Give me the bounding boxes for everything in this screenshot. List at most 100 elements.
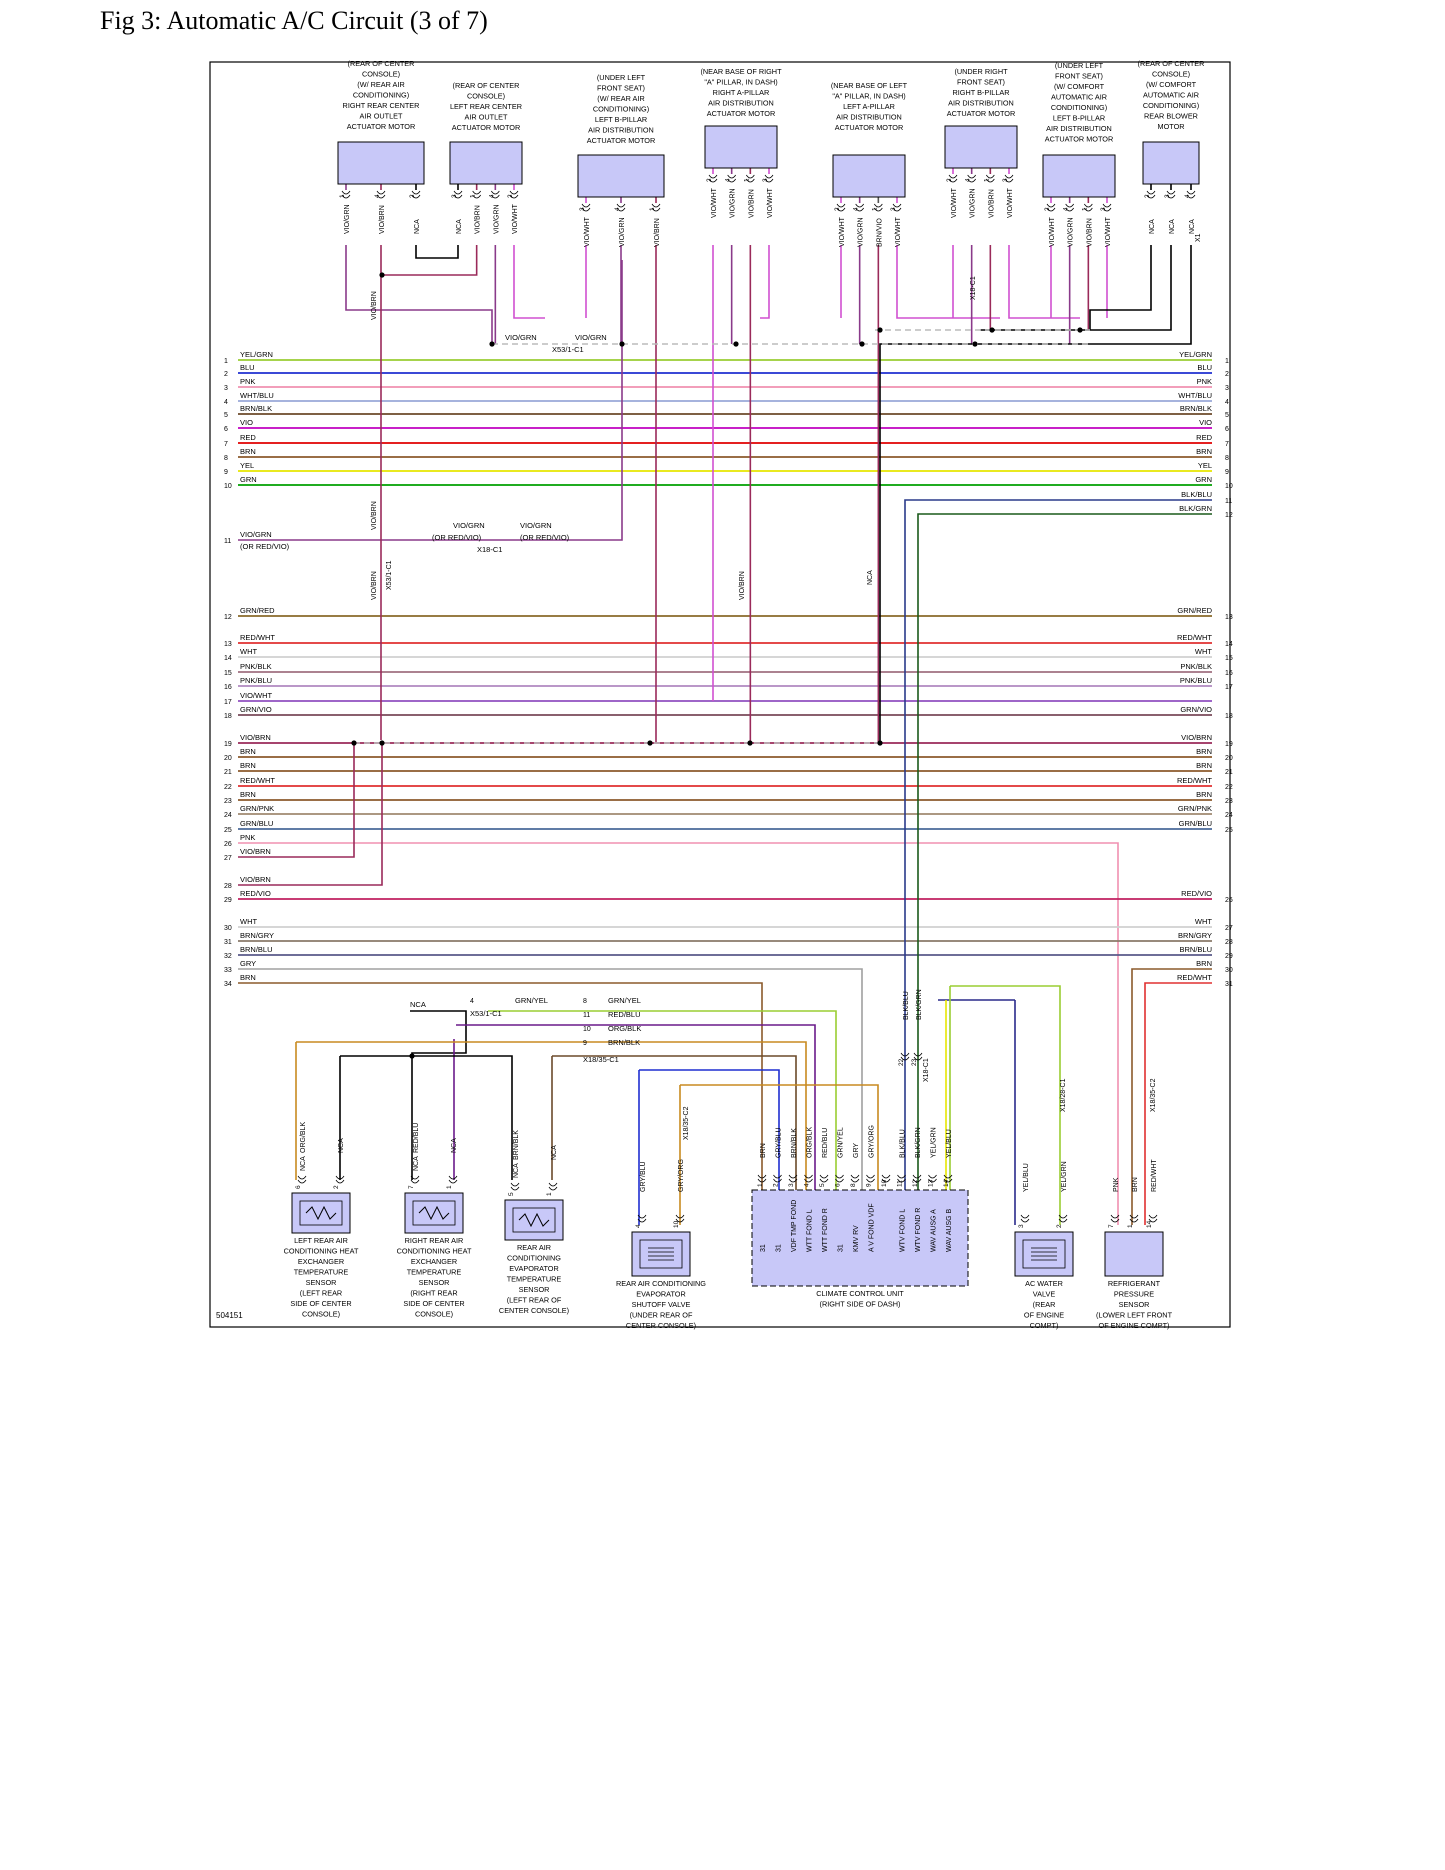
splice-wire-label: VIO/GRN	[453, 521, 485, 530]
connector-mark	[410, 1179, 420, 1184]
component-pin-number: 7	[1108, 1224, 1115, 1228]
left-bus-pin: 19	[224, 741, 232, 748]
connector-mark	[948, 174, 958, 179]
wire-ra-vio-wht-2	[760, 245, 770, 319]
left-bus-wire-label: VIO/GRN	[240, 530, 272, 539]
connector-mark	[376, 190, 386, 195]
left-bus-wire-label: GRN	[240, 475, 257, 484]
connector-mark	[855, 207, 864, 212]
right-bus-pin: 27	[1225, 925, 1233, 932]
component-label: CONDITIONING)	[1051, 103, 1107, 112]
connector-mark	[335, 1175, 345, 1180]
splice-dot	[489, 341, 495, 347]
bus-wire-11	[238, 260, 623, 541]
component-label: (W/ COMFORT	[1054, 82, 1105, 91]
component-rear_evap_sensor: REAR AIRCONDITIONINGEVAPORATORTEMPERATUR…	[499, 1130, 569, 1315]
left-bus-wire-label: RED/VIO	[240, 889, 271, 898]
component-label: ACTUATOR MOTOR	[947, 109, 1016, 118]
connector-mark	[1102, 207, 1112, 212]
bus-wire-34	[238, 982, 763, 1190]
left-bus-pin: 13	[224, 641, 232, 648]
left-bus-pin: 29	[224, 897, 232, 904]
figure-code: 504151	[216, 1311, 243, 1320]
connector-mark	[1148, 1214, 1158, 1219]
connector-mark	[850, 1178, 860, 1183]
ccu-pin-signal: WTT FOND L	[807, 1209, 814, 1252]
connector-mark	[928, 1174, 937, 1179]
component-pin-wire: VIO/GRN	[730, 188, 737, 218]
component-body	[751, 1189, 969, 1287]
left-bus-wire-label: PNK	[240, 833, 255, 842]
right-bus-wire-label: BLK/BLU	[1181, 490, 1212, 499]
ccu-pin-wire: YEL/GRN	[931, 1127, 938, 1158]
component-pin-wire: VIO/WHT	[1049, 216, 1056, 247]
component-pin-wire: VIO/WHT	[512, 203, 519, 234]
component-pin-wire: BRN/VIO	[876, 218, 883, 247]
component-pin-wire: NCA	[551, 1145, 558, 1160]
component-label: TEMPERATURE	[294, 1268, 349, 1277]
component-label: FRONT SEAT)	[957, 78, 1005, 87]
component-label: VALVE	[1033, 1290, 1056, 1299]
connector-mark	[764, 178, 774, 183]
splice-dot	[877, 740, 883, 746]
bus-wire-27	[238, 743, 355, 858]
connector-mark	[1129, 1214, 1139, 1219]
component-pin-wire: NCA	[1189, 219, 1196, 234]
component-label: ACTUATOR MOTOR	[452, 123, 521, 132]
left-bus-pin: 1	[224, 358, 228, 365]
harness-pin: 9	[583, 1040, 587, 1047]
connector-mark	[637, 1218, 647, 1223]
component-pin-wire: VIO/GRN	[970, 188, 977, 218]
connector-mark	[881, 1174, 891, 1179]
right-bus-wire-label: GRN/VIO	[1180, 705, 1212, 714]
ccu-pin-wire: BLK/BLU	[900, 1129, 907, 1158]
component-pin-wire-lower: NCA	[300, 1156, 307, 1171]
right-bus-pin: 5	[1225, 412, 1229, 419]
component-pin-wire: VIO/GRN	[493, 204, 500, 234]
splice-dot	[379, 740, 385, 746]
right-bus-pin: 8	[1225, 455, 1229, 462]
left-bus-pin: 33	[224, 967, 232, 974]
right-bus-pin: 20	[1225, 755, 1233, 762]
harness-nca-3	[340, 1055, 513, 1180]
right-bus-pin: 30	[1225, 967, 1233, 974]
component-label: COMPT)	[1030, 1321, 1059, 1330]
right-bus-pin: 26	[1225, 897, 1233, 904]
component-label: (UNDER LEFT	[1055, 61, 1104, 70]
connector-mark	[912, 1174, 922, 1179]
right-bus-wire-label: BRN	[1196, 761, 1212, 770]
right-bus-wire-label: GRN/BLU	[1179, 819, 1212, 828]
connector-mark	[1083, 203, 1093, 208]
connector-mark	[727, 178, 736, 183]
right-bus-pin: 16	[1225, 670, 1233, 677]
right-bus-pin: 29	[1225, 953, 1233, 960]
ccu-pin-signal: KMV RV	[853, 1225, 860, 1252]
component-pin-wire: PNK	[1113, 1177, 1120, 1192]
component-label: REFRIGERANT	[1108, 1279, 1161, 1288]
connector-mark	[757, 1174, 767, 1179]
ccu-pin-signal: WAV AUSG A	[931, 1209, 938, 1252]
component-pin-number: 2	[333, 1185, 340, 1189]
component-pin-wire: VIO/BRN	[988, 189, 995, 218]
left-bus-note: (OR RED/VIO)	[240, 542, 290, 551]
component-pin-wire: VIO/WHT	[584, 216, 591, 247]
left-bus-pin: 15	[224, 670, 232, 677]
component-label: (REAR OF CENTER	[453, 81, 520, 90]
resistor-symbol	[305, 1205, 337, 1221]
component-pin-wire: VIO/BRN	[379, 205, 386, 234]
left-bus-wire-label: RED/WHT	[240, 633, 275, 642]
connector-ref-x18: X18-C1	[477, 545, 502, 554]
ccu-pin-wire: GRY/ORG	[869, 1125, 876, 1158]
connector-mark	[928, 1178, 937, 1183]
ccu-pin-number: 1	[757, 1183, 764, 1187]
left-bus-pin: 5	[224, 412, 228, 419]
x18-pin-wire: BLK/BLU	[903, 991, 910, 1020]
connector-mark	[874, 203, 883, 208]
left-bus-pin: 23	[224, 798, 232, 805]
component-label: "A" PILLAR, IN DASH)	[704, 78, 777, 87]
